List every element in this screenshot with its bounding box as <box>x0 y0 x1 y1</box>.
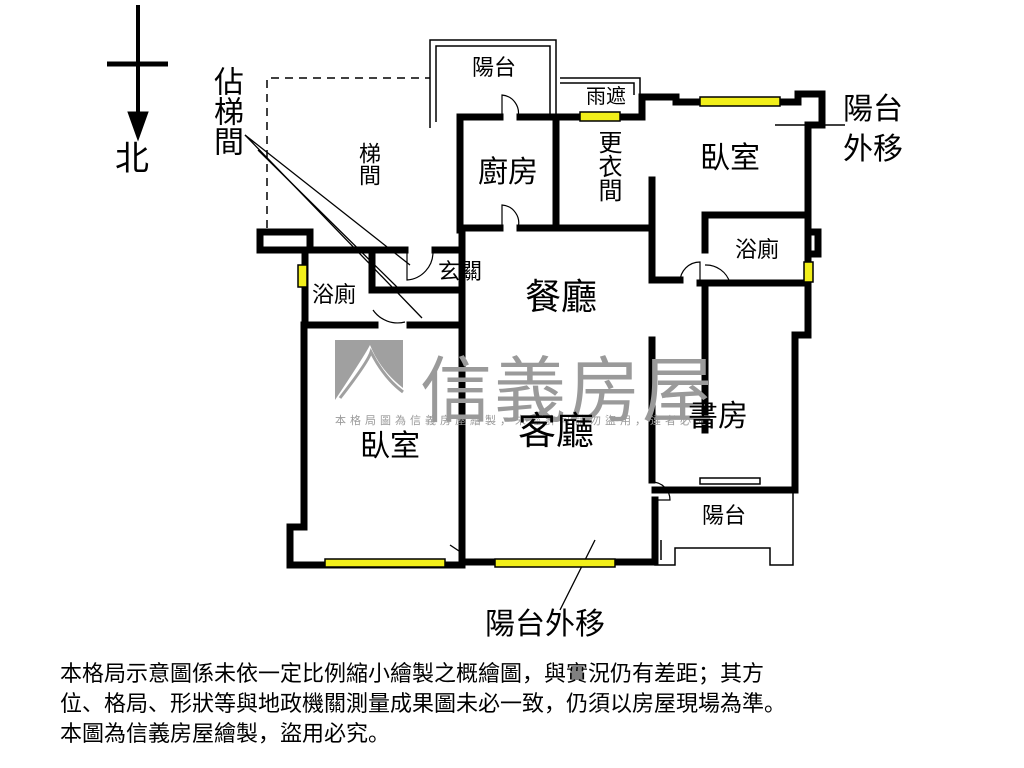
label-dining: 餐廳 <box>525 277 598 318</box>
label-bath-right: 浴廁 <box>735 238 780 263</box>
disclaimer-line: 本圖為信義房屋繪製，盜用必究。 <box>60 722 391 747</box>
label-stair-est: 佔梯間 <box>208 66 243 156</box>
doors <box>372 94 731 501</box>
windows <box>297 96 814 568</box>
label-bedroom-left: 臥室 <box>360 429 420 464</box>
north-arrow-icon <box>107 5 168 142</box>
label-foyer: 玄關 <box>438 260 483 285</box>
label-stairwell: 梯間 <box>355 142 380 186</box>
disclaimer: 本格局示意圖係未依一定比例縮小繪製之概繪圖，與實況仍有差距；其方 位、格局、形狀… <box>60 660 786 750</box>
disclaimer-line: 本格局示意圖係未依一定比例縮小繪製之概繪圖，與實況仍有差距；其方 <box>60 662 765 687</box>
label-living: 客廳 <box>518 409 595 453</box>
watermark-logo-icon <box>335 340 404 400</box>
label-closet: 更衣間 <box>594 130 622 202</box>
label-bath-left: 浴廁 <box>312 283 357 308</box>
label-balcony-extend-bottom: 陽台外移 <box>485 607 605 642</box>
label-balcony-extend-right: 陽台外移 <box>843 92 903 167</box>
watermark-notice: 本格局圖為信義房屋繪製，未經許可請勿盜用，違者必究 <box>335 414 710 427</box>
label-kitchen: 廚房 <box>478 155 538 190</box>
north-label: 北 <box>115 139 149 179</box>
label-balcony-top: 陽台 <box>472 56 517 81</box>
label-study: 書房 <box>688 399 748 434</box>
label-balcony-small: 陽台 <box>702 504 747 529</box>
stairwell-outline <box>266 77 430 228</box>
disclaimer-line: 位、格局、形狀等與地政機關測量成果圖未必一致，仍須以房屋現場為準。 <box>60 692 787 717</box>
watermark-brand: 信義房屋 <box>420 349 717 433</box>
walls <box>256 90 826 569</box>
label-master-bedroom: 臥室 <box>700 141 760 176</box>
label-canopy: 雨遮 <box>586 84 626 108</box>
